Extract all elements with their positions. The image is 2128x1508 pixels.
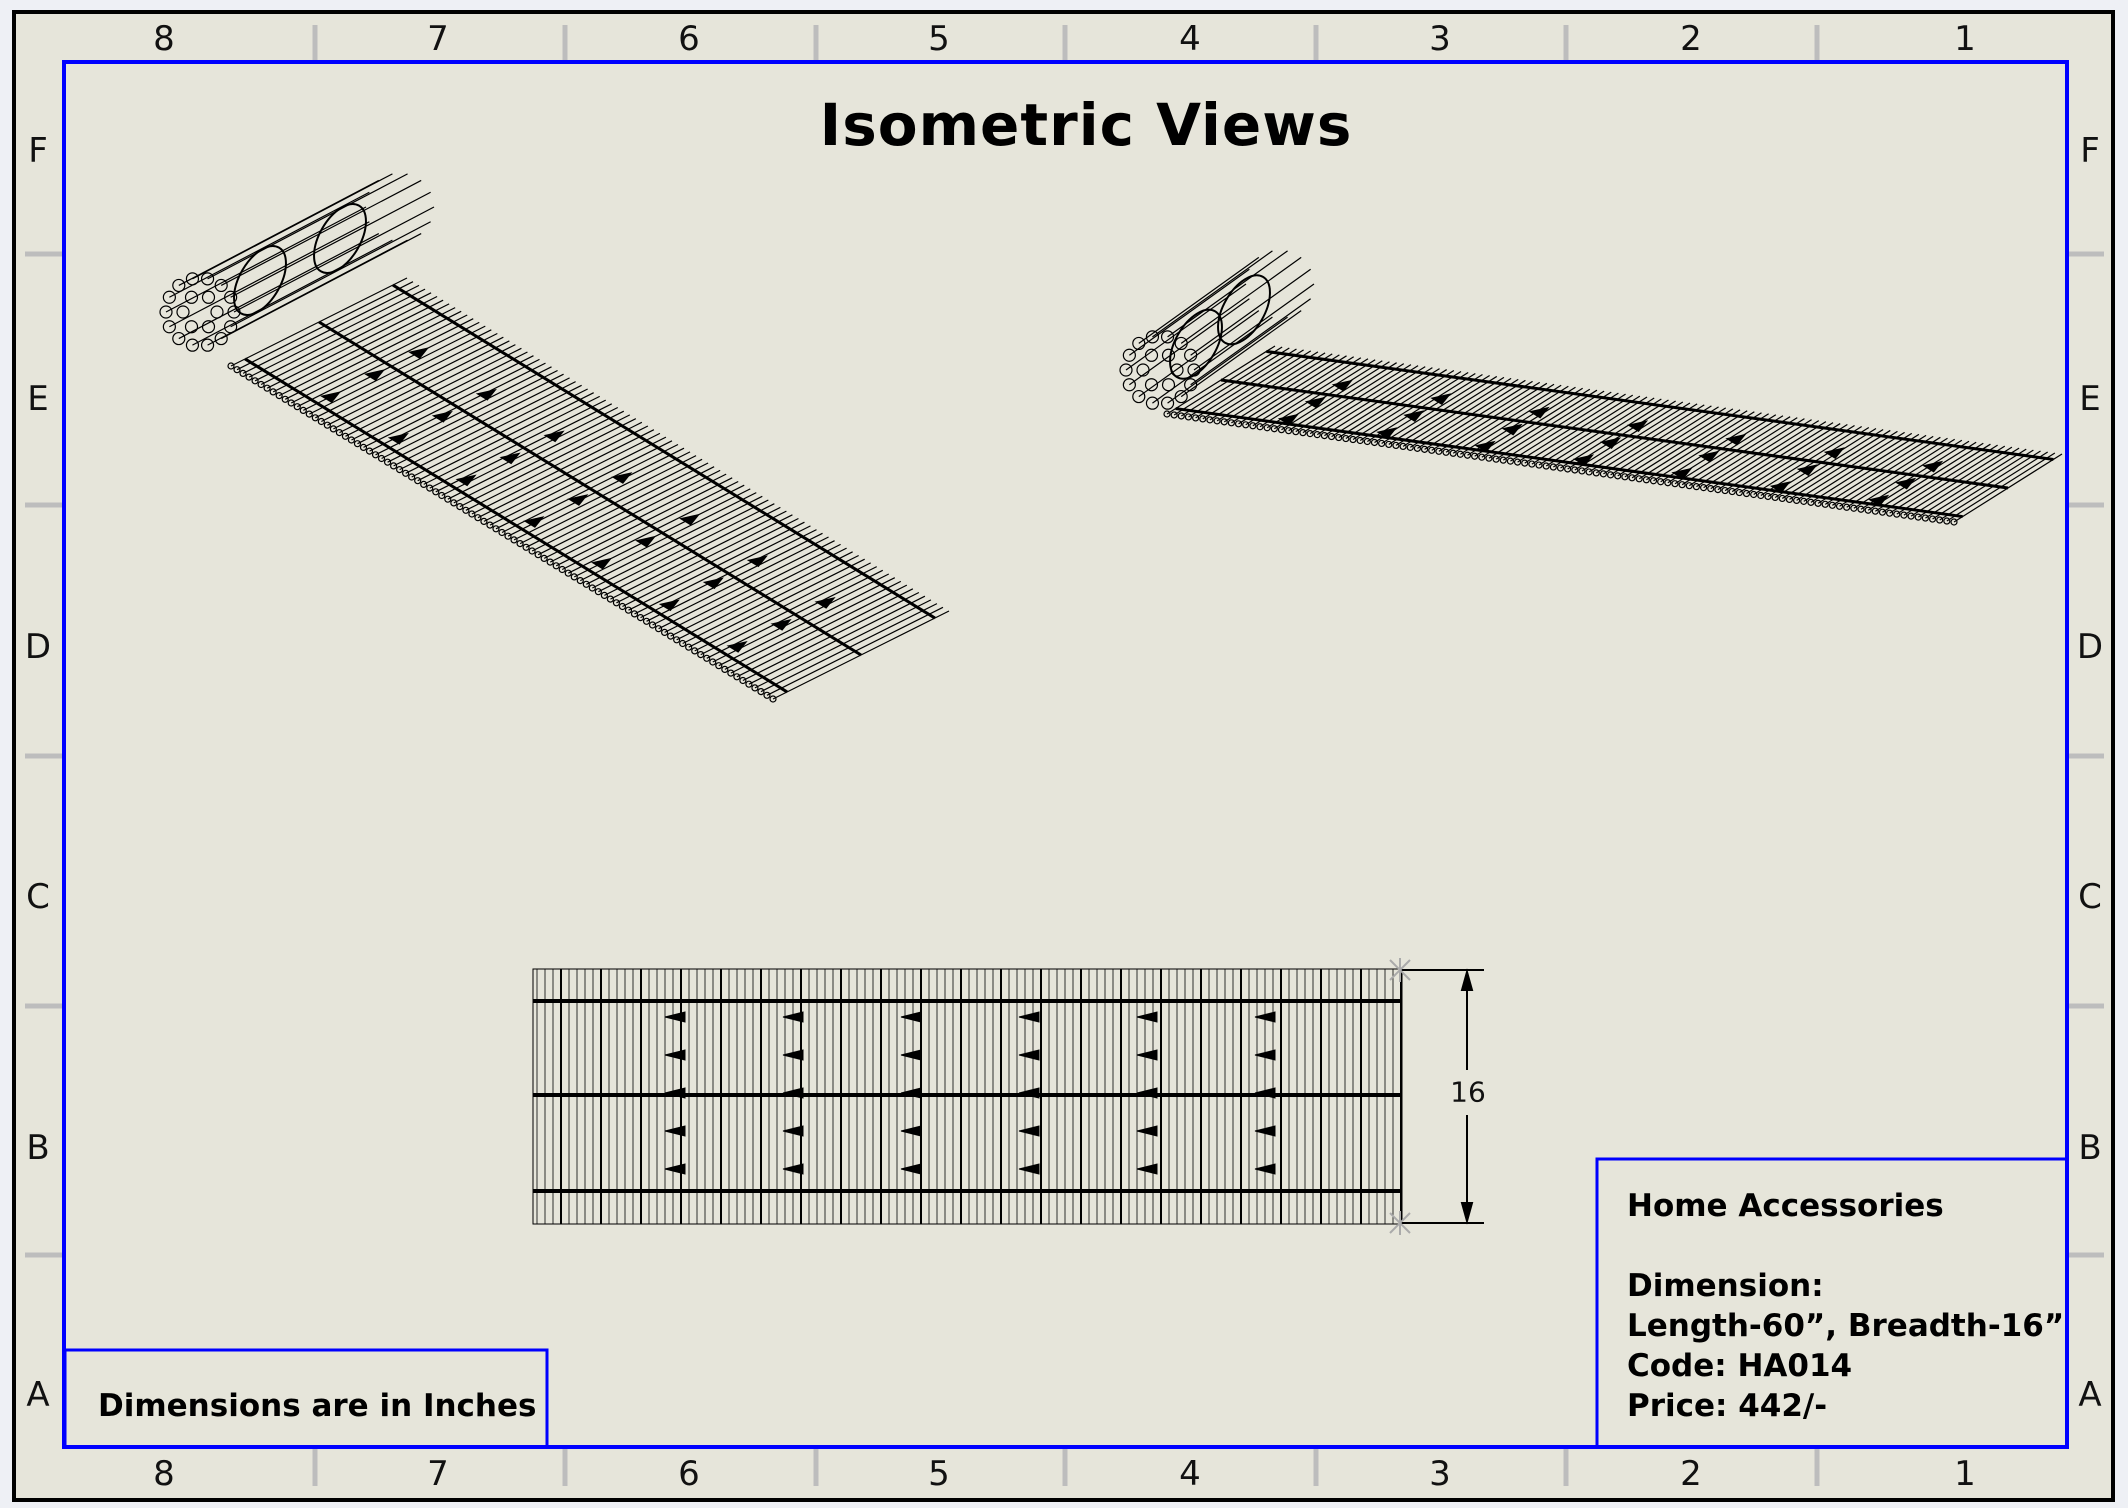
title-block-box: [1595, 1157, 2069, 1449]
zone-column-label: 6: [678, 1454, 700, 1494]
zone-column-label: 2: [1680, 19, 1702, 59]
zone-column-label: 2: [1680, 1454, 1702, 1494]
title-block-price: Price: 442/-: [1627, 1388, 1828, 1424]
note-box: [63, 1348, 549, 1449]
zone-row-label: C: [2078, 877, 2102, 917]
zone-row-label: B: [2078, 1128, 2102, 1168]
zone-column-label: 7: [427, 1454, 449, 1494]
zone-column-label: 3: [1429, 1454, 1451, 1494]
zone-row-label: A: [2078, 1375, 2102, 1415]
zone-row-label: E: [2079, 379, 2101, 419]
zone-row-label: B: [26, 1128, 50, 1168]
zone-column-label: 6: [678, 19, 700, 59]
zone-column-label: 4: [1179, 1454, 1201, 1494]
isometric-view-left: [159, 173, 950, 703]
zone-row-label: C: [26, 877, 50, 917]
zone-column-label: 1: [1954, 1454, 1976, 1494]
title-block-heading: Home Accessories: [1627, 1188, 1944, 1224]
zone-row-label: F: [2080, 131, 2100, 171]
zone-row-label: A: [26, 1375, 50, 1415]
zone-column-label: 5: [928, 1454, 950, 1494]
zone-ticks: [25, 25, 2104, 1486]
zone-column-label: 5: [928, 19, 950, 59]
zone-row-label: E: [27, 379, 49, 419]
drawing-frame: [62, 60, 2069, 1449]
units-note: Dimensions are in Inches: [98, 1388, 537, 1424]
dimension-breadth-line: [1402, 968, 1484, 1225]
zone-row-label: D: [2076, 627, 2104, 667]
top-view: [532, 968, 1403, 1225]
zone-row-label: D: [24, 627, 52, 667]
sheet-border: [12, 10, 2115, 1502]
title-block-code: Code: HA014: [1627, 1348, 1853, 1384]
zone-column-label: 4: [1179, 19, 1201, 59]
title-block-dimension-value: Length-60”, Breadth-16”: [1627, 1308, 2065, 1344]
zone-column-label: 7: [427, 19, 449, 59]
isometric-view-right: [1119, 250, 2063, 526]
page-title: Isometric Views: [819, 91, 1353, 159]
zone-column-label: 8: [153, 1454, 175, 1494]
dimension-breadth-value: 16: [1450, 1075, 1486, 1109]
zone-column-label: 3: [1429, 19, 1451, 59]
anchor-marks: [1389, 958, 1411, 1235]
zone-column-label: 8: [153, 19, 175, 59]
title-block: Home Accessories Dimension: Length-60”, …: [1627, 1186, 2064, 1426]
zone-row-label: F: [28, 131, 48, 171]
zone-column-label: 1: [1954, 19, 1976, 59]
title-block-dimension-label: Dimension:: [1627, 1268, 1824, 1304]
